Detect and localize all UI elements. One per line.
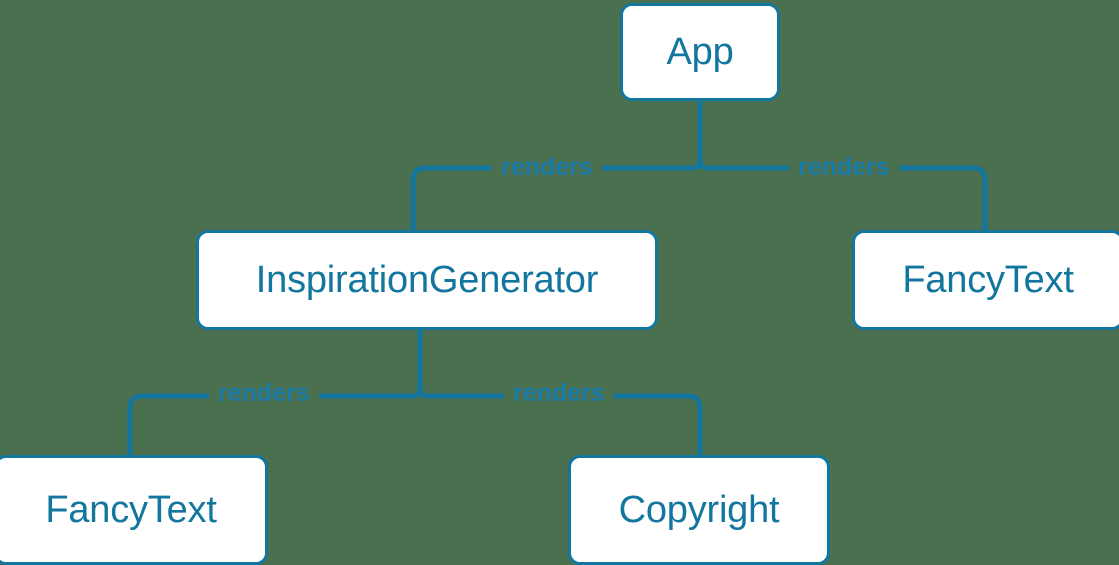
edge-inspirationgenerator-stem (417, 330, 429, 399)
node-app[interactable]: App (620, 3, 780, 101)
edge-app-to-inspirationgenerator (410, 165, 692, 230)
edge-label-app-to-inspiration-generator: renders (492, 155, 602, 180)
node-copyright-label: Copyright (618, 489, 780, 531)
node-inspiration-generator[interactable]: InspirationGenerator (196, 230, 658, 330)
edge-inspirationgenerator-to-fancytext (127, 393, 412, 456)
edge-inspirationgenerator-stem-left-join (411, 387, 423, 399)
edge-app-stem-left-join (691, 159, 703, 171)
edge-app-to-fancytext-right (708, 165, 988, 230)
edge-label-app-to-fancytext: renders (789, 155, 899, 180)
node-fancytext-right[interactable]: FancyText (852, 230, 1119, 330)
edge-inspirationgenerator-to-copyright (428, 393, 703, 456)
edge-label-inspiration-generator-to-copyright: renders (504, 381, 614, 406)
node-fancytext-bottom-left-label: FancyText (45, 489, 217, 531)
node-fancytext-right-label: FancyText (902, 259, 1074, 301)
edge-app-stem (697, 101, 709, 171)
edge-label-inspiration-generator-to-fancytext: renders (209, 381, 319, 406)
node-copyright[interactable]: Copyright (568, 455, 830, 565)
node-fancytext-bottom-left[interactable]: FancyText (0, 455, 268, 565)
node-app-label: App (666, 31, 734, 73)
node-inspiration-generator-label: InspirationGenerator (255, 259, 599, 301)
